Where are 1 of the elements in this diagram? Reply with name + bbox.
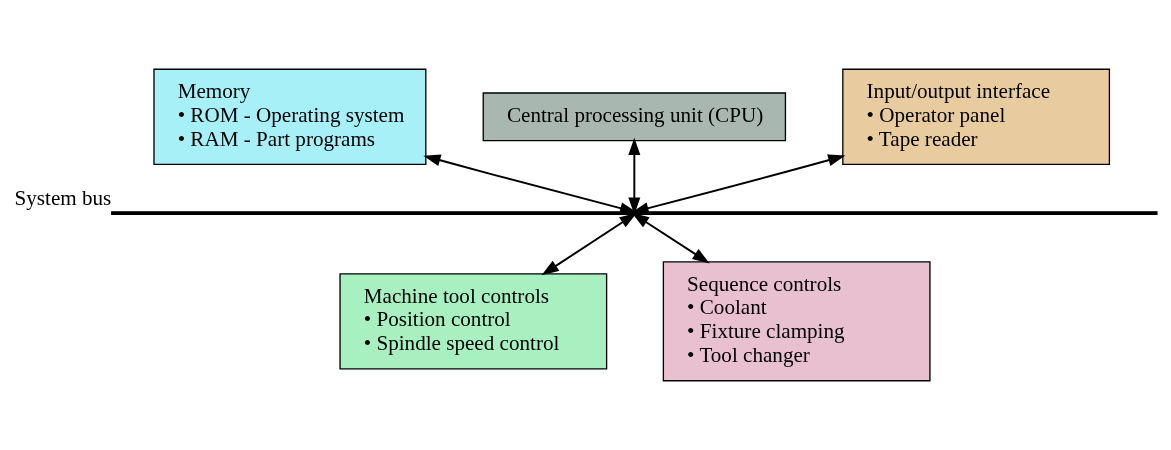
node-label: System bus <box>14 185 112 210</box>
